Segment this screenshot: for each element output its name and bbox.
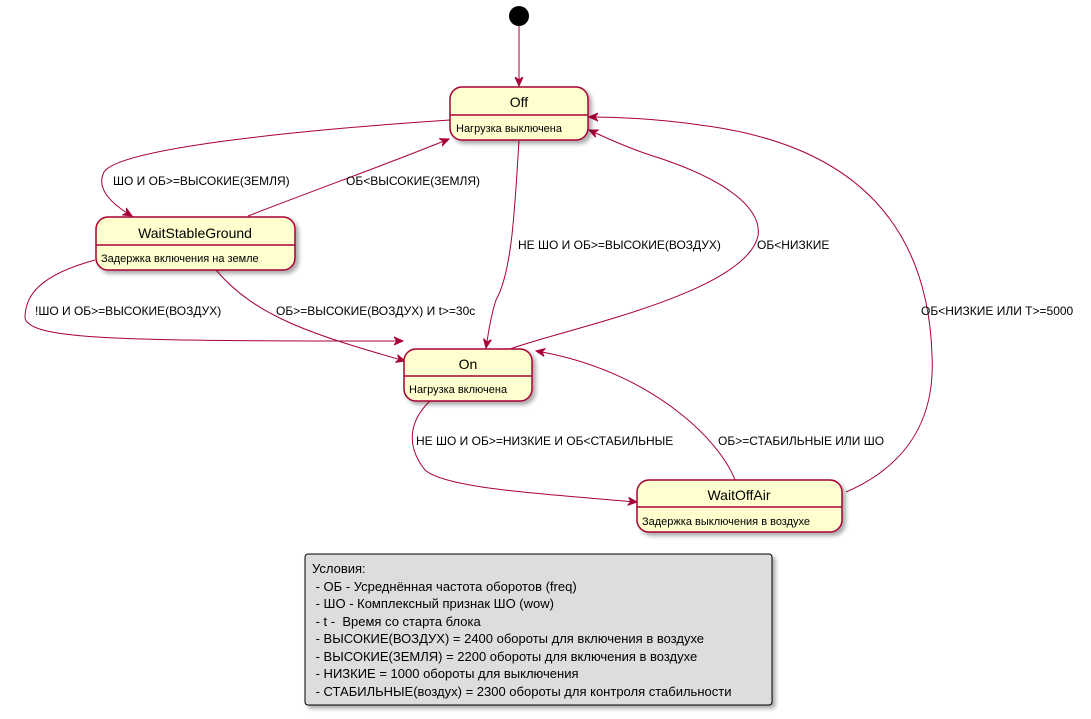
legend-line: - СТАБИЛЬНЫЕ(воздух) = 2300 обороты для … (312, 684, 731, 699)
state-wsg-title: WaitStableGround (138, 225, 252, 241)
state-on-description: Нагрузка включена (409, 384, 508, 396)
state-woa-title: WaitOffAir (707, 487, 770, 503)
edge-on-to-woa (411, 400, 637, 502)
legend-line: - НИЗКИЕ = 1000 обороты для выключения (312, 666, 579, 681)
state-off-description: Нагрузка выключена (456, 123, 563, 135)
edge-wsg-to-on-air (24, 259, 403, 341)
legend-line: Условия: (312, 561, 366, 576)
label-woa-to-off: ОБ<НИЗКИЕ ИЛИ T>=5000 (921, 304, 1074, 318)
conditions-legend: Условия: - ОБ - Усреднённая частота обор… (304, 553, 773, 706)
transitions (24, 26, 933, 502)
label-off-to-on: НЕ ШО И ОБ>=ВЫСОКИЕ(ВОЗДУХ) (518, 238, 721, 252)
legend-line: - ОБ - Усреднённая частота оборотов (fre… (312, 579, 577, 594)
legend-line: - ШО - Комплексный признак ШО (wow) (312, 596, 554, 611)
edge-wsg-to-on-time (215, 269, 405, 361)
edge-woa-to-on (536, 351, 736, 481)
legend-line: - ВЫСОКИЕ(ВОЗДУХ) = 2400 обороты для вкл… (312, 631, 704, 646)
edge-on-to-off (509, 130, 759, 350)
legend-line: - t - Время со старта блока (312, 614, 481, 629)
state-off-title: Off (510, 94, 529, 110)
legend-line: - ВЫСОКИЕ(ЗЕМЛЯ) = 2200 обороты для вклю… (312, 649, 697, 664)
label-off-to-wsg: ШО И ОБ>=ВЫСОКИЕ(ЗЕМЛЯ) (113, 174, 290, 188)
initial-state-dot (509, 6, 529, 26)
state-wait-off-air: WaitOffAir Задержка выключения в воздухе (636, 479, 843, 533)
label-wsg-to-on-time: ОБ>=ВЫСОКИЕ(ВОЗДУХ) И t>=30c (276, 304, 475, 318)
label-on-to-woa: НЕ ШО И ОБ>=НИЗКИЕ И ОБ<СТАБИЛЬНЫЕ (416, 434, 673, 448)
label-wsg-to-on-air: !ШО И ОБ>=ВЫСОКИЕ(ВОЗДУХ) (35, 304, 221, 318)
label-woa-to-on: ОБ>=СТАБИЛЬНЫЕ ИЛИ ШО (718, 434, 884, 448)
state-on-title: On (459, 356, 478, 372)
edge-wsg-to-off (247, 139, 449, 217)
edge-woa-to-off (589, 117, 933, 493)
state-woa-description: Задержка выключения в воздухе (642, 516, 810, 528)
label-wsg-to-off: ОБ<ВЫСОКИЕ(ЗЕМЛЯ) (346, 174, 480, 188)
state-wait-stable-ground: WaitStableGround Задержка включения на з… (95, 216, 296, 271)
state-on: On Нагрузка включена (403, 348, 533, 402)
transition-labels: ШО И ОБ>=ВЫСОКИЕ(ЗЕМЛЯ) ОБ<ВЫСОКИЕ(ЗЕМЛЯ… (35, 174, 1074, 448)
edge-off-to-on (486, 140, 520, 348)
state-wsg-description: Задержка включения на земле (101, 253, 259, 265)
state-off: Off Нагрузка выключена (449, 86, 589, 141)
edge-off-to-wsg (101, 119, 451, 216)
label-on-to-off: ОБ<НИЗКИЕ (757, 238, 829, 252)
